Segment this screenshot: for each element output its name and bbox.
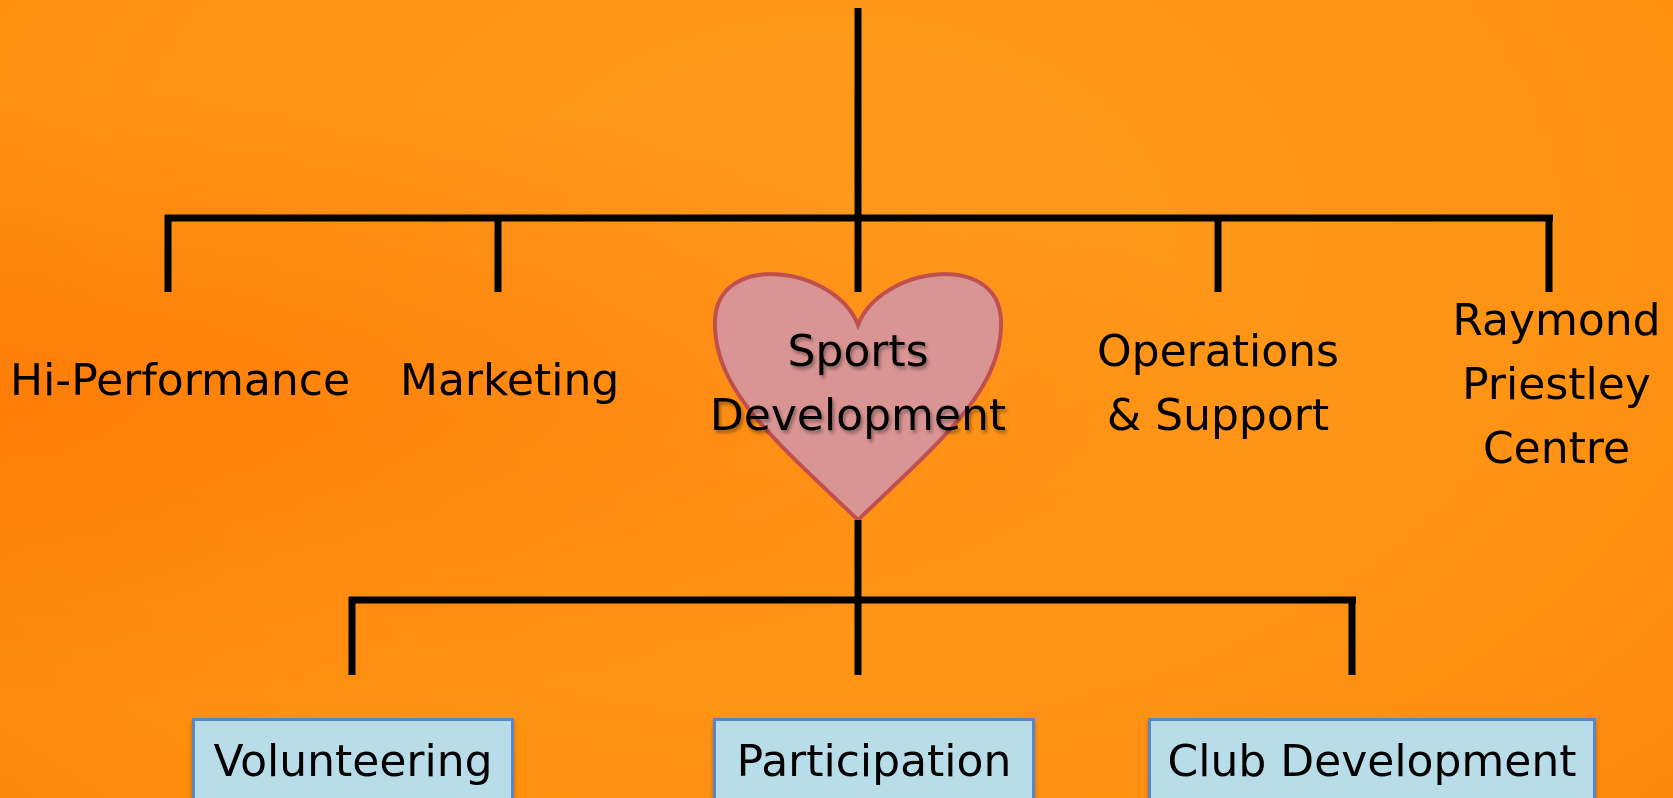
department-label-line: & Support — [1106, 390, 1330, 441]
department-label-line: Development — [709, 390, 1007, 441]
subteam-club-development: Club Development — [1148, 718, 1596, 798]
department-label-line: Raymond — [1452, 295, 1661, 346]
department-hi-performance: Hi-Performance — [10, 349, 350, 413]
department-label-line: Sports — [787, 326, 929, 377]
department-raymond-priestley-centre: Raymond Priestley Centre — [1440, 289, 1673, 481]
subteam-label: Club Development — [1167, 736, 1577, 787]
department-sports-development: Sports Development — [708, 320, 1008, 448]
department-operations-support: Operations & Support — [1068, 320, 1368, 448]
department-label-line: Operations — [1097, 326, 1339, 377]
subteam-participation: Participation — [713, 718, 1035, 798]
subteam-label: Volunteering — [213, 736, 493, 787]
department-label-line: Centre — [1482, 423, 1631, 474]
department-label-line: Priestley — [1462, 359, 1651, 410]
subteam-label: Participation — [736, 736, 1012, 787]
department-label: Marketing — [400, 355, 620, 406]
subteam-volunteering: Volunteering — [192, 718, 514, 798]
department-marketing: Marketing — [400, 349, 619, 413]
department-label: Hi-Performance — [10, 355, 351, 406]
